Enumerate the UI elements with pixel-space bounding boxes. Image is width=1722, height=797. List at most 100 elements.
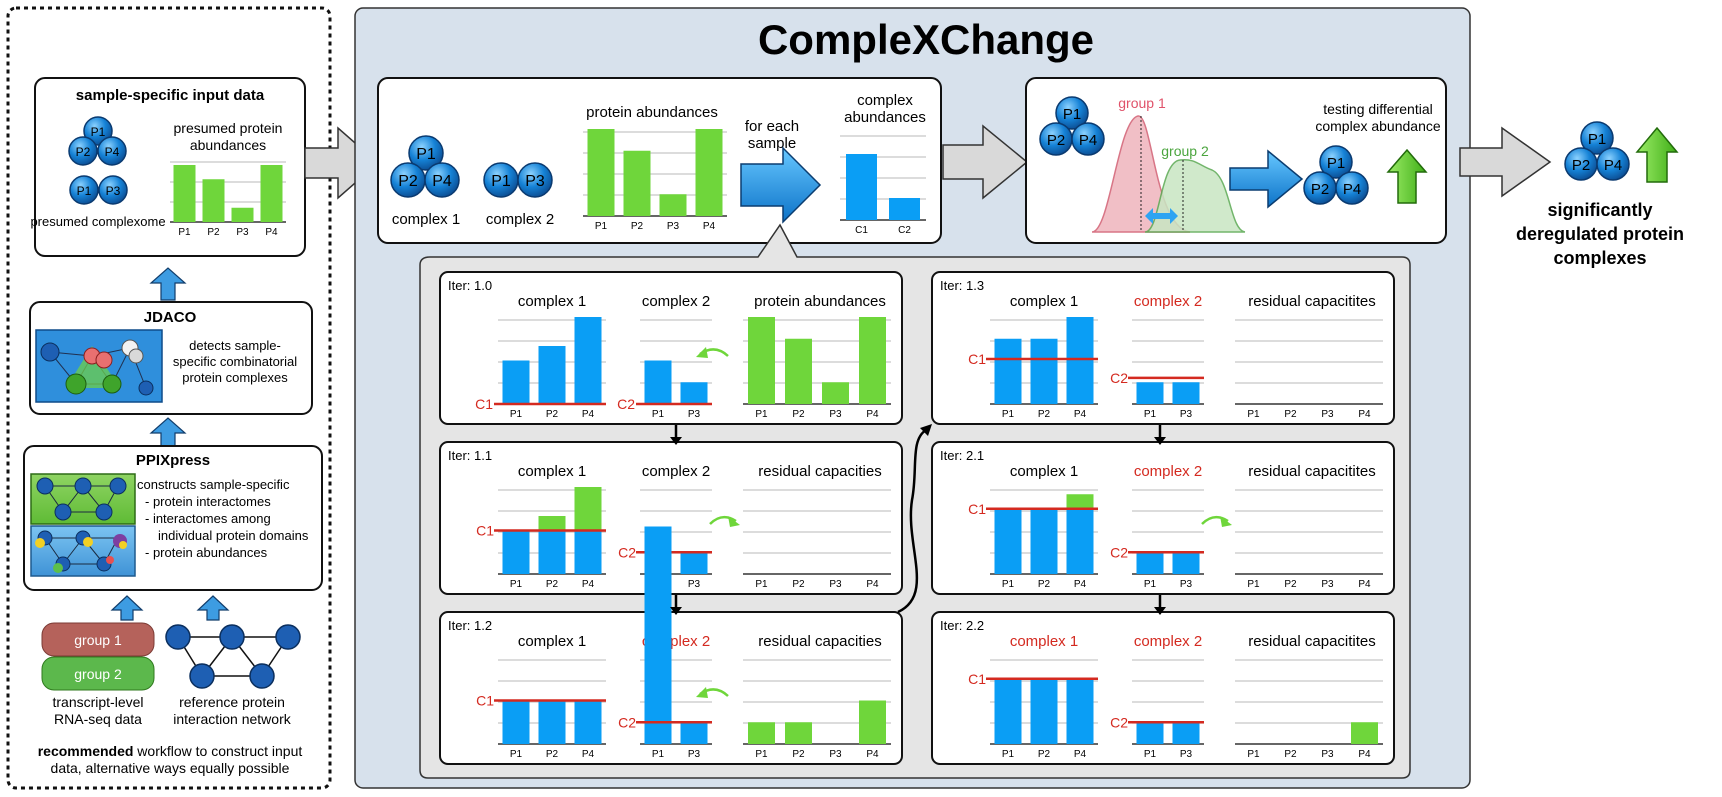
transfer-arrow-icon — [709, 515, 737, 525]
presumed-complex-1: P1 P2 P4 — [68, 116, 127, 166]
footer-line-2: data, alternative ways equally possible — [51, 760, 290, 776]
protein-abundances-title: protein abundances — [586, 104, 718, 121]
differential-test-box: P1 P2 P4 group 1 group 2 testing differe… — [1025, 77, 1447, 244]
ppixpress-desc-line-3: - interactomes among — [145, 511, 271, 526]
protein-label: P2 — [1047, 132, 1065, 149]
bar — [260, 165, 283, 222]
iteration-label: Iter: 1.1 — [448, 448, 492, 463]
protein-label: P3 — [525, 173, 545, 190]
footer-rest: workflow to construct input — [133, 743, 302, 759]
tick-label: P2 — [1038, 749, 1051, 760]
bar — [994, 678, 1022, 744]
for-each-sample-arrow-icon — [740, 146, 822, 224]
up-arrow-icon — [149, 267, 187, 301]
tick-label: P1 — [510, 749, 523, 760]
group-2-pill — [41, 656, 155, 691]
flow-arrow-icon — [942, 124, 1029, 200]
sample-input-title: sample-specific input data — [76, 87, 265, 104]
protein-label: P1 — [1327, 155, 1345, 172]
protein-label: P4 — [1079, 132, 1097, 149]
protein-label: P1 — [491, 173, 511, 190]
residual-title: residual capacities — [758, 463, 881, 480]
tick-label: P3 — [1180, 749, 1193, 760]
complexchange-title: CompleXChange — [758, 16, 1094, 63]
input-complex-1: P1 P2 P4 — [390, 135, 460, 198]
bar — [574, 530, 602, 574]
bar — [538, 700, 566, 744]
bar — [1030, 338, 1058, 404]
tick-label: P1 — [1144, 749, 1157, 760]
bar — [1030, 508, 1058, 574]
transfer-arrowhead-icon — [728, 516, 740, 527]
bar — [1066, 317, 1094, 404]
tick-label: P2 — [1284, 579, 1297, 590]
tick-label: P1 — [1144, 579, 1157, 590]
transfer-arrowhead-icon — [696, 687, 708, 698]
tick-label: P4 — [866, 749, 879, 760]
iteration-label: Iter: 2.1 — [940, 448, 984, 463]
ppixpress-desc-line-4: individual protein domains — [158, 528, 309, 543]
bar — [822, 382, 849, 404]
tick-label: P1 — [595, 221, 608, 232]
tick-label: P3 — [236, 227, 249, 238]
bar — [859, 700, 886, 744]
protein-label: P2 — [1572, 157, 1590, 174]
difference-arrow-icon — [1145, 208, 1178, 224]
capacity-label: C2 — [618, 544, 636, 560]
tick-label: P3 — [1321, 749, 1334, 760]
tick-label: P1 — [1002, 409, 1015, 420]
protein-label: P4 — [432, 173, 452, 190]
group-1-label: group 1 — [74, 632, 122, 648]
protein-label: P1 — [77, 184, 92, 198]
tick-label: P3 — [688, 579, 701, 590]
capacity-label: C2 — [1110, 370, 1128, 386]
tick-label: P3 — [829, 579, 842, 590]
tick-label: P4 — [1358, 579, 1371, 590]
bar — [680, 552, 708, 574]
tick-label: P2 — [1284, 409, 1297, 420]
tick-label: P3 — [1321, 579, 1334, 590]
complex-abundances-title-2: abundances — [844, 109, 926, 126]
bar — [889, 198, 920, 220]
bar — [680, 722, 708, 744]
bar — [574, 317, 602, 404]
input-complex-2-label: complex 2 — [486, 211, 554, 228]
bar — [231, 207, 254, 222]
presumed-abundances-label-1: presumed protein — [174, 120, 283, 136]
bar — [502, 360, 530, 404]
tested-complex: P1 P2 P4 — [1303, 145, 1369, 205]
complex-1-title: complex 1 — [518, 463, 586, 480]
bar — [994, 338, 1022, 404]
protein-label: P2 — [398, 173, 418, 190]
group-1-label: group 1 — [1118, 95, 1166, 111]
tick-label: C1 — [855, 225, 868, 236]
tick-label: P1 — [755, 409, 768, 420]
output-label-3: complexes — [1553, 248, 1646, 268]
rnaseq-label-2: RNA-seq data — [54, 711, 142, 727]
jdaco-title: JDACO — [144, 309, 197, 326]
capacity-label: C2 — [618, 714, 636, 730]
protein-label: P1 — [416, 146, 436, 163]
ppixpress-box: PPIXpress constructs sample-specific - p… — [23, 445, 323, 591]
group-2-label: group 2 — [1161, 143, 1209, 159]
tick-label: P1 — [755, 579, 768, 590]
residual-title: residual capacitites — [1248, 463, 1376, 480]
test-arrow-icon — [1229, 149, 1304, 209]
tick-label: P2 — [1038, 579, 1051, 590]
bar — [538, 346, 566, 404]
ppixpress-title: PPIXpress — [136, 452, 210, 469]
complex-1-title: complex 1 — [1010, 463, 1078, 480]
capacity-label: C1 — [476, 693, 494, 709]
tick-label: P4 — [1074, 409, 1087, 420]
tick-label: P1 — [1247, 409, 1260, 420]
jdaco-desc-line-2: specific combinatorial — [173, 354, 297, 369]
network-label-1: reference protein — [179, 694, 285, 710]
